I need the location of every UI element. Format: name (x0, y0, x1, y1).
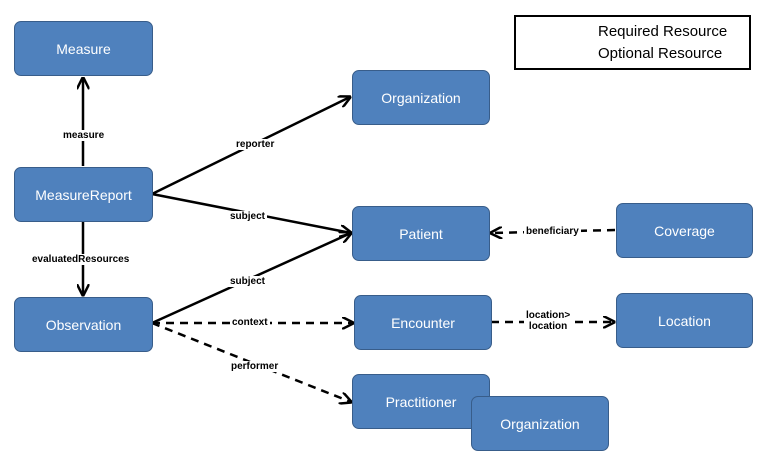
node-coverage[interactable]: Coverage (616, 203, 753, 258)
edge-performer-line (151, 321, 351, 402)
node-observation[interactable]: Observation (14, 297, 153, 352)
edge-label-evaluated-resources: evaluatedResources (30, 254, 132, 265)
edge-label-context: context (230, 317, 270, 328)
edge-label-performer: performer (229, 361, 281, 372)
legend: Required Resource Optional Resource (514, 15, 751, 70)
node-location[interactable]: Location (616, 293, 753, 348)
edge-label-location: location> location (524, 310, 573, 332)
edge-label-subject-observation: subject (228, 276, 268, 287)
node-organization-top[interactable]: Organization (352, 70, 490, 125)
edge-label-beneficiary: beneficiary (524, 226, 581, 237)
node-practitioner[interactable]: Practitioner (352, 374, 490, 429)
node-patient[interactable]: Patient (352, 206, 490, 261)
edge-label-location-line1: location> (526, 310, 571, 321)
node-measure-report[interactable]: MeasureReport (14, 167, 153, 222)
legend-optional-label: Optional Resource (598, 45, 723, 62)
node-organization-bottom[interactable]: Organization (471, 396, 609, 451)
edge-label-subject-report: subject (228, 211, 268, 222)
legend-required-label: Required Resource (598, 23, 728, 40)
edge-label-reporter: reporter (234, 139, 277, 150)
edge-label-location-line2: location (528, 321, 568, 332)
node-measure[interactable]: Measure (14, 21, 153, 76)
edge-label-measure: measure (61, 130, 107, 141)
node-encounter[interactable]: Encounter (354, 295, 492, 350)
